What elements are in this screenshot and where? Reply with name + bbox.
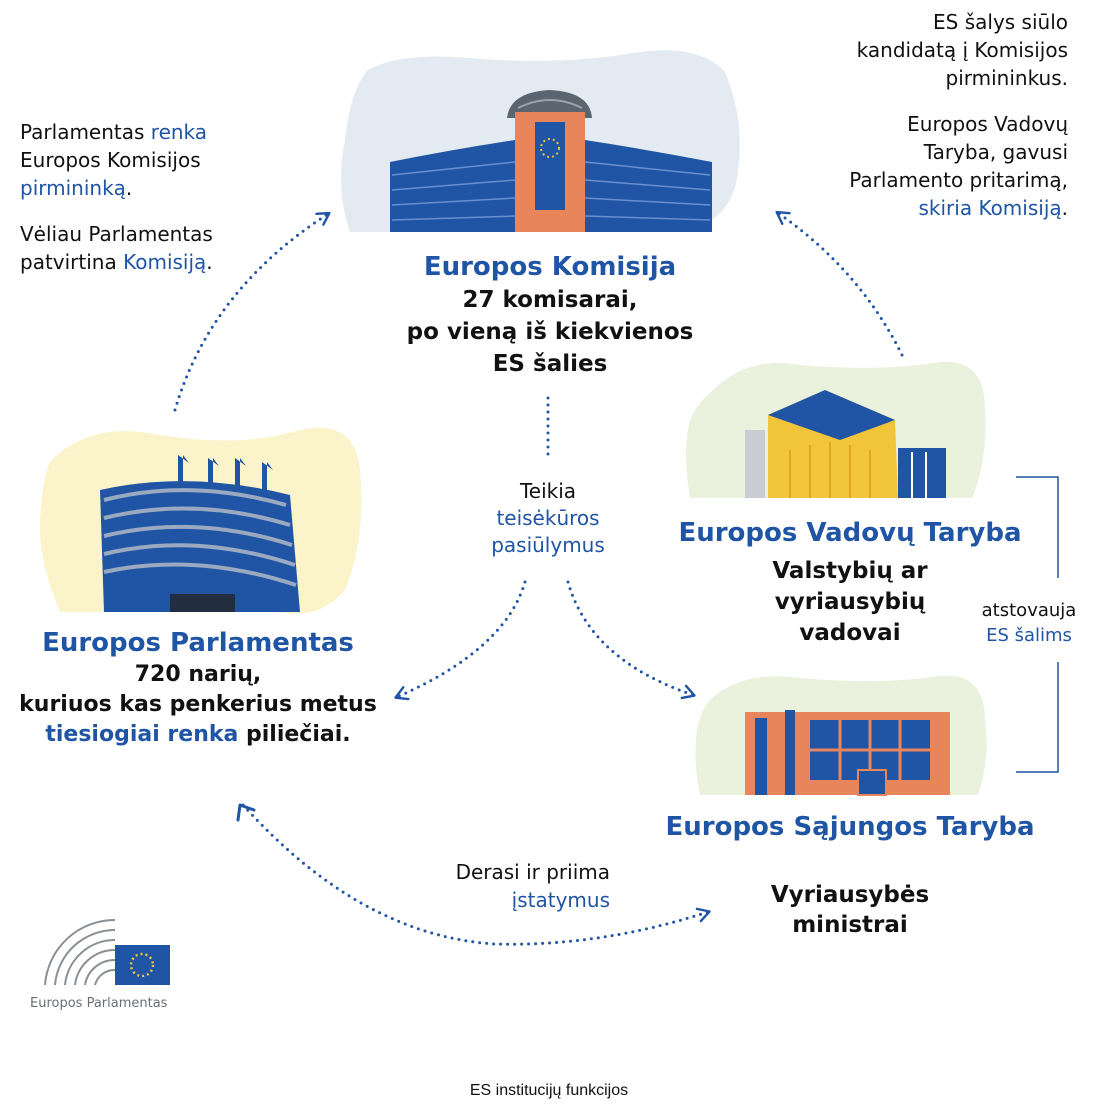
arrow-parliament-council-eu	[241, 803, 711, 946]
parliament-block: Europos Parlamentas 720 narių, kuriuos k…	[0, 626, 396, 750]
center-line-2: teisėkūros	[496, 506, 600, 530]
topright-a3: pirmininkus.	[945, 66, 1069, 90]
parliament-line-2: kuriuos kas penkerius metus	[19, 692, 377, 717]
european-council-block: Europos Vadovų Taryba Valstybių ar vyria…	[660, 516, 1040, 649]
topright-note: ES šalys siūlo kandidatą į Komisijos pir…	[849, 8, 1068, 222]
topleft-a2: Europos Komisijos	[20, 148, 201, 172]
topleft-a3-blue: pirmininką	[20, 176, 126, 200]
logo-label: Europos Parlamentas	[30, 996, 168, 1011]
bottom-line-1: Derasi ir priima	[455, 860, 610, 884]
european-council-illustration	[686, 361, 986, 498]
topleft-b2-rest: .	[206, 250, 213, 274]
commission-block: Europos Komisija 27 komisarai, po vieną …	[350, 250, 750, 380]
commission-title: Europos Komisija	[423, 252, 677, 282]
figure-caption: ES institucijų funkcijos	[469, 1082, 629, 1099]
topright-b4-rest: .	[1061, 196, 1068, 220]
parliament-line-3-rest: piliečiai.	[238, 722, 351, 747]
topright-b2: Taryba, gavusi	[923, 140, 1068, 164]
topleft-a1: Parlamentas	[20, 120, 151, 144]
arrow-head-parliament-bottom	[236, 803, 256, 822]
center-label: Teikia teisėkūros pasiūlymus	[448, 478, 648, 559]
arrow-commission-to-parliament	[394, 580, 527, 701]
commission-illustration	[341, 50, 740, 232]
bottom-label: Derasi ir priima įstatymus	[390, 858, 610, 914]
topleft-note: Parlamentas renka Europos Komisijos pirm…	[20, 118, 213, 276]
topright-b4-blue: skiria Komisiją	[918, 196, 1062, 220]
parliament-illustration	[39, 427, 362, 614]
council-eu-line-1: Vyriausybės	[770, 882, 930, 908]
council-eu-block: Europos Sąjungos Taryba Vyriausybės mini…	[645, 810, 1055, 940]
topleft-b1: Vėliau Parlamentas	[20, 222, 213, 246]
bracket-line-2: ES šalims	[986, 625, 1072, 646]
topleft-b2-blue: Komisiją	[123, 250, 207, 274]
parliament-line-1: 720 narių,	[134, 662, 262, 687]
center-line-3: pasiūlymus	[491, 533, 605, 557]
center-line-1: Teikia	[519, 479, 577, 503]
bottom-line-2: įstatymus	[511, 888, 610, 912]
european-council-title: Europos Vadovų Taryba	[678, 518, 1022, 548]
topleft-a3-rest: .	[125, 176, 133, 200]
parliament-logo	[44, 918, 170, 986]
parliament-line-3-blue: tiesiogiai renka	[45, 722, 239, 747]
commission-line-1: 27 komisarai,	[462, 287, 638, 313]
council-eu-title: Europos Sąjungos Taryba	[665, 812, 1035, 842]
topright-b3: Parlamento pritarimą,	[849, 168, 1068, 192]
topright-a1: ES šalys siūlo	[933, 10, 1068, 34]
commission-line-3: ES šalies	[492, 351, 608, 377]
european-council-line-1: Valstybių ar	[772, 558, 928, 584]
topleft-a1-blue: renka	[150, 120, 208, 144]
right-bracket	[1016, 476, 1059, 773]
european-council-line-3: vadovai	[799, 620, 901, 646]
bracket-line-1: atstovauja	[981, 600, 1077, 621]
topright-a2: kandidatą į Komisijos	[856, 38, 1068, 62]
topleft-b2: patvirtina	[20, 250, 124, 274]
council-eu-line-2: ministrai	[792, 912, 908, 938]
council-eu-illustration	[695, 675, 987, 796]
parliament-title: Europos Parlamentas	[42, 628, 354, 658]
european-council-line-2: vyriausybių	[774, 589, 926, 615]
topright-b1: Europos Vadovų	[907, 112, 1068, 136]
commission-line-2: po vieną iš kiekvienos	[406, 319, 694, 345]
right-bracket-label: atstovauja ES šalims	[960, 598, 1098, 648]
arrow-council-to-commission	[775, 210, 904, 357]
